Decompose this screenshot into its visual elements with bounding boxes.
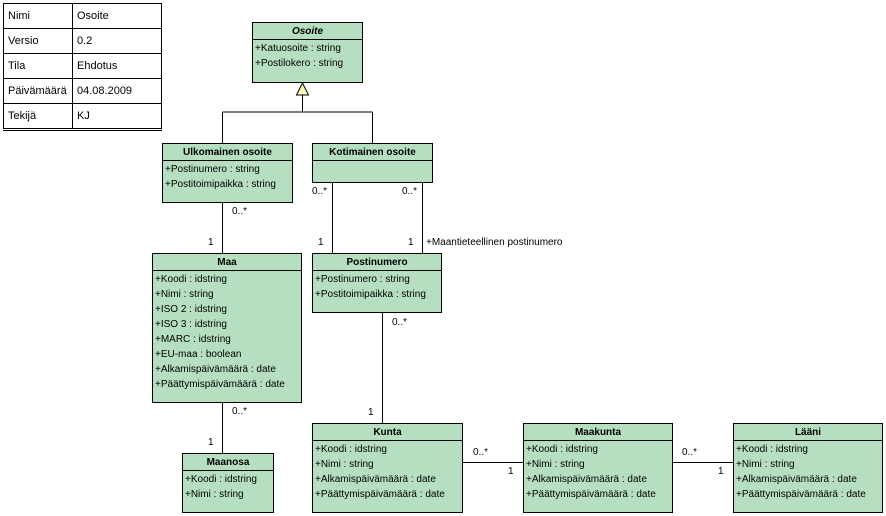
class-attribute: +Postilokero : string — [255, 58, 344, 69]
class-name: Postinumero — [313, 254, 441, 271]
class-attribute: +Postitoimipaikka : string — [315, 289, 426, 300]
class-attribute: +Nimi : string — [155, 289, 214, 300]
metadata-value: KJ — [72, 103, 162, 131]
multiplicity-label: 0..* — [232, 406, 248, 417]
metadata-key: Tekijä — [3, 103, 73, 131]
class-attribute: +Päättymispäivämäärä : date — [526, 489, 656, 500]
class-attribute: +Koodi : idstring — [736, 444, 808, 455]
class-attribute: +Alkamispäivämäärä : date — [155, 364, 276, 375]
class-ulkomainen-osoite[interactable]: Ulkomainen osoite +Postinumero : string … — [162, 143, 293, 203]
class-attribute: +Koodi : idstring — [526, 444, 598, 455]
multiplicity-label: 1 — [208, 237, 214, 248]
class-attribute: +ISO 3 : idstring — [155, 319, 227, 330]
multiplicity-label: 0..* — [473, 447, 489, 458]
class-attribute: +Nimi : string — [736, 459, 795, 470]
multiplicity-label: 0..* — [392, 317, 408, 328]
multiplicity-label: 0..* — [312, 186, 328, 197]
class-name: Maa — [153, 254, 301, 271]
multiplicity-label: 1 — [718, 466, 724, 477]
multiplicity-label: 1 — [208, 437, 214, 448]
class-attribute: +Nimi : string — [526, 459, 585, 470]
multiplicity-label: 1 — [368, 407, 374, 418]
class-attribute: +Koodi : idstring — [315, 444, 387, 455]
class-kotimainen-osoite[interactable]: Kotimainen osoite — [312, 143, 433, 183]
class-attribute: +Alkamispäivämäärä : date — [526, 474, 647, 485]
class-name: Maanosa — [183, 454, 273, 471]
multiplicity-label: 0..* — [682, 447, 698, 458]
class-name: Kunta — [313, 424, 462, 441]
multiplicity-label: 0..* — [232, 206, 248, 217]
class-attribute: +Nimi : string — [315, 459, 374, 470]
class-maakunta[interactable]: Maakunta +Koodi : idstring +Nimi : strin… — [523, 423, 673, 513]
class-attribute: +Päättymispäivämäärä : date — [315, 489, 445, 500]
class-name: Ulkomainen osoite — [163, 144, 292, 161]
metadata-value: Osoite — [72, 3, 162, 29]
class-attribute: +MARC : idstring — [155, 334, 231, 345]
role-label: +Maantieteellinen postinumero — [426, 237, 563, 248]
class-postinumero[interactable]: Postinumero +Postinumero : string +Posti… — [312, 253, 442, 313]
class-attribute: +Koodi : idstring — [185, 474, 257, 485]
class-name: Osoite — [253, 23, 362, 40]
class-kunta[interactable]: Kunta +Koodi : idstring +Nimi : string +… — [312, 423, 463, 513]
class-attribute: +Postinumero : string — [315, 274, 410, 285]
class-attribute: +Koodi : idstring — [155, 274, 227, 285]
class-attribute: +Päättymispäivämäärä : date — [155, 379, 285, 390]
multiplicity-label: 0..* — [402, 186, 418, 197]
class-attribute: +EU-maa : boolean — [155, 349, 242, 360]
multiplicity-label: 1 — [318, 237, 324, 248]
multiplicity-label: 1 — [508, 466, 514, 477]
metadata-value: 04.08.2009 — [72, 78, 162, 104]
class-name: Kotimainen osoite — [313, 144, 432, 161]
class-attribute: +ISO 2 : idstring — [155, 304, 227, 315]
class-attribute: +Postinumero : string — [165, 164, 260, 175]
class-osoite[interactable]: Osoite +Katuosoite : string +Postilokero… — [252, 22, 363, 83]
multiplicity-label: 1 — [408, 237, 414, 248]
class-attribute: +Päättymispäivämäärä : date — [736, 489, 866, 500]
class-attribute: +Postitoimipaikka : string — [165, 179, 276, 190]
class-name: Lääni — [734, 424, 882, 441]
class-maanosa[interactable]: Maanosa +Koodi : idstring +Nimi : string — [182, 453, 274, 513]
class-attribute: +Alkamispäivämäärä : date — [736, 474, 857, 485]
class-name: Maakunta — [524, 424, 672, 441]
class-attribute: +Nimi : string — [185, 489, 244, 500]
class-attribute: +Alkamispäivämäärä : date — [315, 474, 436, 485]
class-maa[interactable]: Maa +Koodi : idstring +Nimi : string +IS… — [152, 253, 302, 403]
class-laani[interactable]: Lääni +Koodi : idstring +Nimi : string +… — [733, 423, 883, 513]
class-attribute: +Katuosoite : string — [255, 43, 341, 54]
generalization-arrow — [295, 81, 310, 96]
